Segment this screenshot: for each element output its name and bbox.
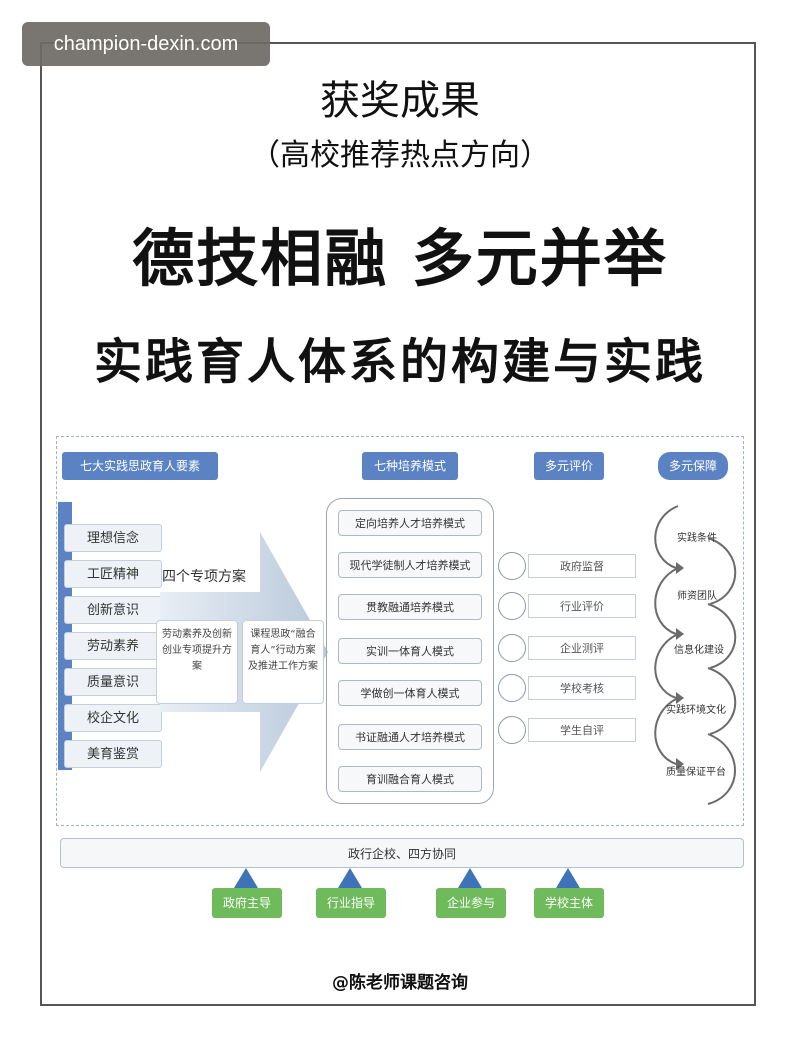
title-line-1: 获奖成果 — [320, 78, 480, 124]
party-box: 行业指导 — [316, 888, 386, 918]
evaluation-node — [498, 674, 526, 702]
party-box: 政府主导 — [212, 888, 282, 918]
up-arrow-icon — [556, 868, 580, 888]
element-item: 创新意识 — [64, 596, 162, 624]
evaluation-item: 学生自评 — [528, 718, 636, 742]
guarantee-cycle-arrows — [654, 505, 737, 805]
element-item: 质量意识 — [64, 668, 162, 696]
header-evaluation: 多元评价 — [534, 452, 604, 480]
evaluation-item: 企业测评 — [528, 636, 636, 660]
plans-label: 四个专项方案 — [162, 569, 246, 585]
mode-item: 现代学徒制人才培养模式 — [338, 552, 482, 578]
element-item: 理想信念 — [64, 524, 162, 552]
element-item: 工匠精神 — [64, 560, 162, 588]
collaboration-bar: 政行企校、四方协同 — [60, 838, 744, 868]
guarantee-item: 师资团队 — [677, 591, 717, 602]
watermark: champion-dexin.com — [22, 22, 270, 66]
header-modes: 七种培养模式 — [362, 452, 458, 480]
element-item: 校企文化 — [64, 704, 162, 732]
evaluation-node — [498, 592, 526, 620]
mode-item: 定向培养人才培养模式 — [338, 510, 482, 536]
up-arrow-icon — [338, 868, 362, 888]
evaluation-node — [498, 552, 526, 580]
evaluation-item: 学校考核 — [528, 676, 636, 700]
mode-item: 书证融通人才培养模式 — [338, 724, 482, 750]
sub-title: 实践育人体系的构建与实践 — [93, 334, 706, 390]
mode-item: 学做创一体育人模式 — [338, 680, 482, 706]
mode-item: 贯教融通培养模式 — [338, 594, 482, 620]
guarantee-item: 质量保证平台 — [666, 767, 726, 778]
header-elements: 七大实践思政育人要素 — [62, 452, 218, 480]
up-arrow-icon — [234, 868, 258, 888]
diagram-dashed-border — [56, 436, 744, 826]
evaluation-node — [498, 634, 526, 662]
evaluation-node — [498, 716, 526, 744]
header-guarantee: 多元保障 — [658, 452, 728, 480]
footer-credit: @陈老师课题咨询 — [332, 973, 468, 993]
guarantee-item: 实践条件 — [677, 533, 717, 544]
main-title: 德技相融 多元并举 — [132, 222, 668, 295]
guarantee-item: 信息化建设 — [674, 645, 724, 656]
element-item: 劳动素养 — [64, 632, 162, 660]
plan-box: 课程思政“融合育人”行动方案及推进工作方案 — [242, 620, 324, 704]
evaluation-item: 政府监督 — [528, 554, 636, 578]
party-box: 学校主体 — [534, 888, 604, 918]
guarantee-item: 实践环境文化 — [666, 705, 726, 716]
mode-item: 实训一体育人模式 — [338, 638, 482, 664]
evaluation-item: 行业评价 — [528, 594, 636, 618]
up-arrow-icon — [458, 868, 482, 888]
mode-item: 育训融合育人模式 — [338, 766, 482, 792]
plan-box: 劳动素养及创新创业专项提升方案 — [156, 620, 238, 704]
practice-system-diagram: 七大实践思政育人要素 七种培养模式 多元评价 多元保障 理想信念 工匠精神 创新… — [56, 436, 746, 966]
modes-container — [326, 498, 494, 804]
title-line-2: （高校推荐热点方向） — [250, 138, 550, 173]
party-box: 企业参与 — [436, 888, 506, 918]
element-item: 美育鉴赏 — [64, 740, 162, 768]
